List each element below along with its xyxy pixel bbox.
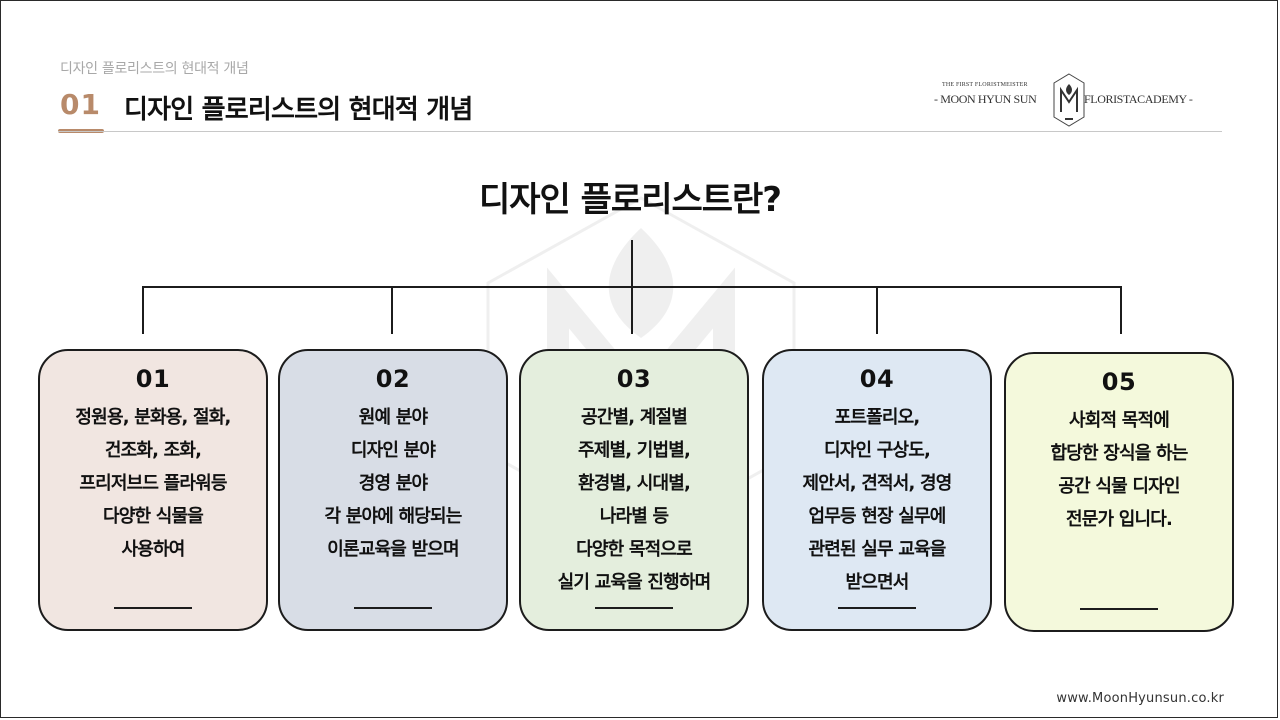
card-line: 경영 분야 (358, 473, 428, 494)
card-02: 02 원예 분야 디자인 분야 경영 분야 각 분야에 해당되는 이론교육을 받… (278, 349, 508, 631)
card-line: 프리저브드 플라워등 (79, 473, 227, 494)
card-divider (114, 607, 192, 609)
card-line: 주제별, 기법별, (577, 440, 691, 461)
card-text: 공간별, 계절별 주제별, 기법별, 환경별, 시대별, 나라별 등 다양한 목… (525, 401, 743, 599)
card-line: 이론교육을 받으며 (327, 539, 459, 560)
card-number: 03 (616, 365, 652, 393)
logo-emblem-icon (1053, 73, 1085, 127)
card-line: 각 분야에 해당되는 (324, 506, 462, 527)
logo-left-text: - MOON HYUN SUN (934, 92, 1037, 106)
card-03: 03 공간별, 계절별 주제별, 기법별, 환경별, 시대별, 나라별 등 다양… (519, 349, 749, 631)
logo-right-text: FLORISTACADEMY - (1084, 92, 1193, 106)
card-text: 포트폴리오, 디자인 구상도, 제안서, 견적서, 경영 업무등 현장 실무에 … (768, 401, 986, 599)
card-text: 정원용, 분화용, 절화, 건조화, 조화, 프리저브드 플라워등 다양한 식물… (44, 401, 262, 566)
card-line: 합당한 장식을 하는 (1050, 443, 1188, 464)
card-divider (1080, 608, 1158, 610)
logo-tagline: THE FIRST FLORISTMEISTER (942, 82, 1028, 88)
card-divider (354, 607, 432, 609)
card-number: 05 (1101, 368, 1137, 396)
section-number: 01 (60, 88, 101, 121)
card-number: 01 (135, 365, 171, 393)
card-line: 실기 교육을 진행하며 (557, 572, 712, 593)
card-line: 디자인 구상도, (823, 440, 931, 461)
card-line: 환경별, 시대별, (577, 473, 691, 494)
header-divider (58, 131, 1222, 132)
academy-logo: THE FIRST FLORISTMEISTER - MOON HYUN SUN… (932, 72, 1222, 132)
card-divider (838, 607, 916, 609)
footer-url: www.MoonHyunsun.co.kr (1056, 691, 1224, 706)
card-line: 다양한 목적으로 (576, 539, 693, 560)
card-line: 디자인 분야 (350, 440, 436, 461)
card-line: 정원용, 분화용, 절화, (75, 407, 231, 428)
card-line: 제안서, 견적서, 경영 (802, 473, 952, 494)
card-line: 전문가 입니다. (1065, 509, 1173, 530)
card-04: 04 포트폴리오, 디자인 구상도, 제안서, 견적서, 경영 업무등 현장 실… (762, 349, 992, 631)
breadcrumb: 디자인 플로리스트의 현대적 개념 (60, 61, 249, 77)
card-05: 05 사회적 목적에 합당한 장식을 하는 공간 식물 디자인 전문가 입니다. (1004, 352, 1234, 632)
card-number: 02 (375, 365, 411, 393)
card-line: 관련된 실무 교육을 (808, 539, 946, 560)
card-line: 건조화, 조화, (104, 440, 202, 461)
card-01: 01 정원용, 분화용, 절화, 건조화, 조화, 프리저브드 플라워등 다양한… (38, 349, 268, 631)
card-text: 사회적 목적에 합당한 장식을 하는 공간 식물 디자인 전문가 입니다. (1010, 404, 1228, 536)
card-divider (595, 607, 673, 609)
card-line: 나라별 등 (599, 506, 669, 527)
card-line: 다양한 식물을 (102, 506, 204, 527)
card-line: 사회적 목적에 (1068, 410, 1170, 431)
card-line: 원예 분야 (358, 407, 428, 428)
card-line: 공간 식물 디자인 (1058, 476, 1180, 497)
card-line: 포트폴리오, (834, 407, 921, 428)
card-line: 업무등 현장 실무에 (808, 506, 946, 527)
card-line: 받으면서 (845, 572, 909, 593)
card-line: 공간별, 계절별 (580, 407, 688, 428)
page-title: 디자인 플로리스트의 현대적 개념 (124, 95, 473, 125)
card-text: 원예 분야 디자인 분야 경영 분야 각 분야에 해당되는 이론교육을 받으며 (284, 401, 502, 566)
main-title: 디자인 플로리스트란? (478, 180, 782, 220)
card-number: 04 (859, 365, 895, 393)
card-line: 사용하여 (121, 539, 185, 560)
